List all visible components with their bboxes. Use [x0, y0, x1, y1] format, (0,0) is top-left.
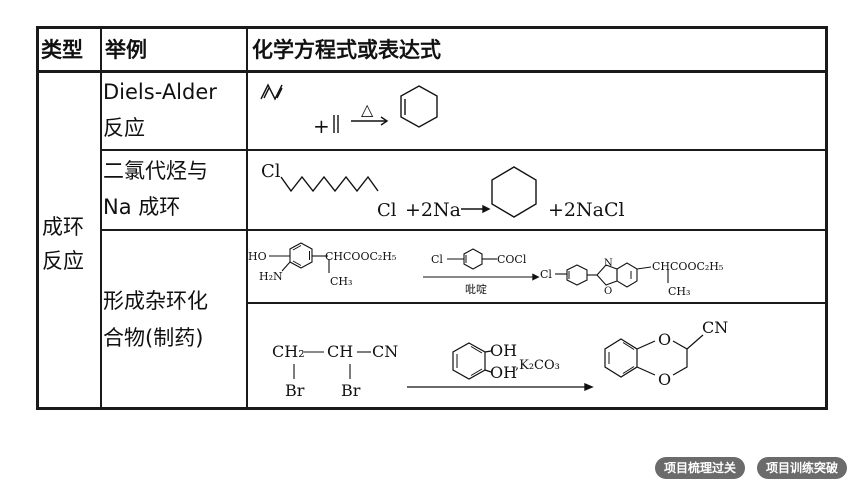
- ethylene-structure: [333, 115, 339, 133]
- sodium-reagent: +2Na: [405, 199, 461, 221]
- reaction-arrow-2-head: [482, 204, 491, 214]
- reaction-table: 类型 举例 化学方程式或表达式 成环 反应 Diels-Alder 反应 二氯代…: [36, 26, 828, 410]
- category-line-1: 成环: [42, 215, 84, 239]
- row-divider-3: [246, 302, 825, 304]
- cyclohexene-ring: [400, 85, 438, 128]
- benzodioxane-benzene-ring: [604, 338, 638, 378]
- nitrile-label: CN: [372, 342, 398, 361]
- dioxane-oxygen-1: O: [658, 330, 671, 349]
- amino-label: H₂N: [259, 270, 283, 283]
- catechol-ring: [452, 342, 486, 380]
- product-ester-side-chain: CHCOOC₂H₅: [652, 260, 723, 273]
- dioxane-oxygen-2: O: [658, 370, 671, 389]
- category-line-2: 反应: [42, 249, 84, 273]
- example-3-line-2: 合物(制药): [103, 326, 204, 350]
- bromine-1: Br: [285, 381, 305, 400]
- oxazole-nitrogen: N: [604, 258, 613, 269]
- product-chlorophenyl-ring: [566, 264, 588, 286]
- dichloro-chain: [280, 175, 379, 193]
- cyclohexane-ring: [491, 166, 537, 218]
- potassium-carbonate: ,K₂CO₃: [515, 358, 560, 373]
- equation-drawings: + △ Cl Cl +2Na +2NaCl HO H₂N CHCOOC₂H₅ C…: [248, 83, 728, 400]
- reaction-arrow-3b-head: [584, 382, 594, 392]
- example-2-line-2: Na 成环: [103, 195, 181, 219]
- row-divider-2: [100, 229, 825, 231]
- bromine-2: Br: [341, 381, 361, 400]
- example-3-line-1: 形成杂环化: [103, 289, 208, 313]
- chlorine-left: Cl: [261, 161, 281, 182]
- reagent-chlorine: Cl: [431, 253, 443, 266]
- plus-sign-1: +: [313, 114, 330, 138]
- practice-section-button[interactable]: 项目训练突破: [757, 457, 848, 479]
- col-divider-2: [246, 29, 248, 407]
- hydroxyl-label: HO: [248, 250, 267, 263]
- aminophenol-ring: [289, 242, 313, 269]
- benzoyl-chloride-ring: [463, 248, 483, 270]
- hydroxyl-2: OH: [490, 363, 517, 382]
- hydroxyl-1: OH: [490, 341, 517, 360]
- ester-side-chain: CHCOOC₂H₅: [325, 250, 396, 263]
- row-divider-1: [100, 149, 825, 151]
- heat-arrow-head: [380, 116, 389, 126]
- pyridine-catalyst: 吡啶: [465, 282, 487, 296]
- reaction-arrow-3a-head: [532, 273, 540, 281]
- heat-symbol: △: [361, 100, 374, 119]
- col-divider-1: [100, 29, 102, 407]
- example-1-line-2: 反应: [103, 116, 145, 140]
- example-1-line-1: Diels-Alder: [103, 80, 217, 104]
- reagent-acyl-chloride: COCl: [497, 253, 527, 266]
- butadiene-structure: [260, 83, 283, 101]
- dioxane-ring: [672, 340, 688, 376]
- header-type: 类型: [41, 38, 83, 62]
- example-2-line-1: 二氯代烃与: [103, 159, 208, 183]
- methine-label: CH: [327, 342, 353, 361]
- benzo-ring: [616, 262, 638, 288]
- review-section-button[interactable]: 项目梳理过关: [655, 457, 746, 479]
- methylene-label: CH₂: [272, 342, 305, 361]
- chlorine-right: Cl: [377, 200, 397, 221]
- header-equation: 化学方程式或表达式: [252, 38, 441, 62]
- product-chlorine: Cl: [540, 268, 552, 281]
- product-methyl: CH₃: [668, 285, 690, 298]
- header-divider: [39, 70, 825, 73]
- methyl-label: CH₃: [330, 275, 352, 288]
- oxazole-oxygen: O: [604, 286, 612, 297]
- product-nitrile: CN: [702, 318, 728, 337]
- sodium-chloride-product: +2NaCl: [548, 199, 625, 221]
- header-example: 举例: [105, 38, 147, 62]
